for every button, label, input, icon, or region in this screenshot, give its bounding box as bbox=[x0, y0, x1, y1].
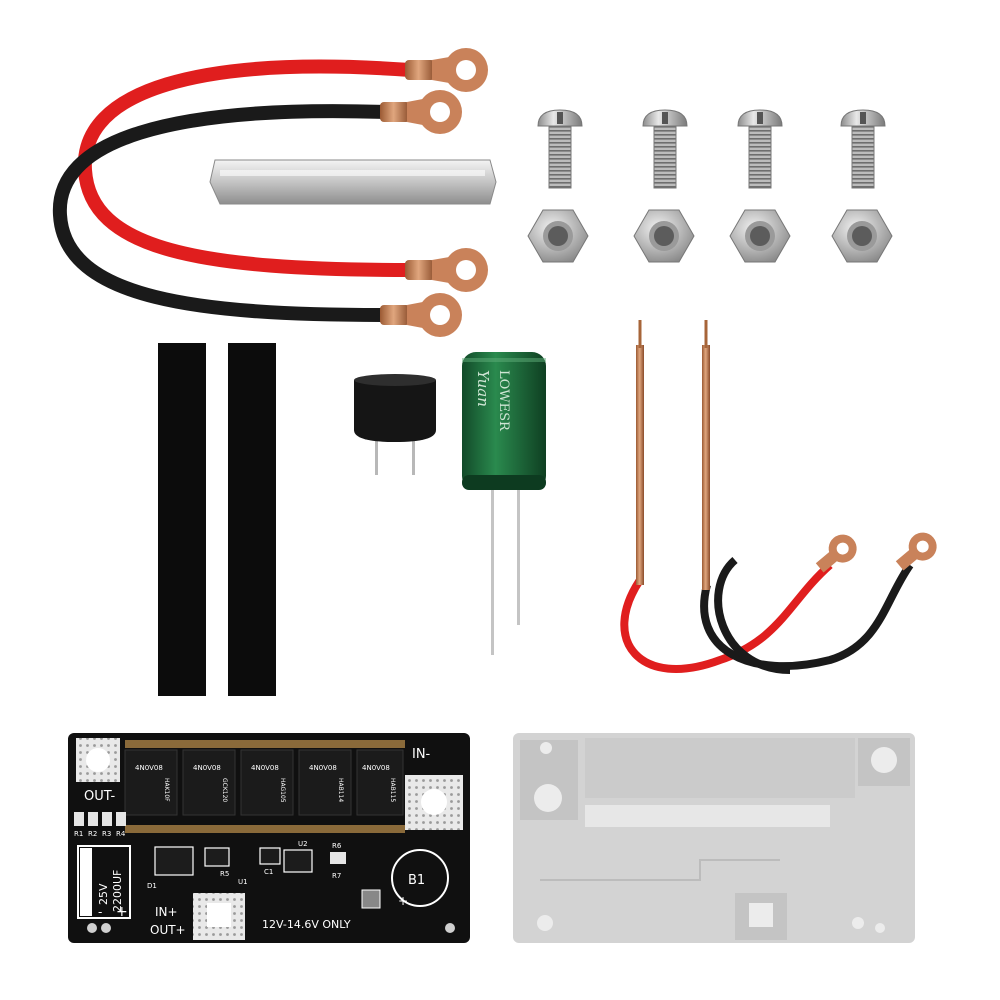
resistor-row: R1 R2 R3 R4 bbox=[74, 812, 126, 838]
resistor-label: R2 bbox=[88, 830, 97, 838]
mosfet-code: HAB115 bbox=[389, 778, 396, 802]
back-bus-strip bbox=[585, 805, 830, 827]
label-in-plus: IN+ bbox=[155, 905, 178, 919]
bus-bar-bottom bbox=[125, 825, 405, 833]
screw-icon bbox=[840, 109, 886, 189]
component-label: U1 bbox=[238, 878, 248, 886]
battery-footprint bbox=[391, 849, 449, 907]
battery-plus-label: + bbox=[398, 894, 408, 908]
ring-terminal-bottom-black bbox=[380, 293, 462, 337]
nut-icon bbox=[633, 209, 695, 263]
buzzer bbox=[354, 374, 436, 475]
cap-plus-label: + bbox=[116, 904, 128, 920]
pcb-front: 4N0V08 4N0V08 4N0V08 4N0V08 4N0V08 HAK10… bbox=[68, 733, 470, 943]
capacitor-footprint: 25V 2200UF - + bbox=[77, 845, 131, 920]
mosfet-label: 4N0V08 bbox=[193, 764, 221, 772]
resistor-r6 bbox=[330, 852, 346, 864]
nickel-strip bbox=[209, 159, 497, 205]
component-label: D1 bbox=[147, 882, 157, 890]
cap-value-label: 2200UF bbox=[111, 870, 124, 912]
electrolytic-capacitor: Yuan LOWESR bbox=[462, 352, 546, 655]
ring-terminal-top-red bbox=[405, 48, 488, 92]
label-out-plus: OUT+ bbox=[150, 923, 186, 937]
component-label: R6 bbox=[332, 842, 342, 850]
nuts-row bbox=[527, 209, 893, 263]
resistor-label: R3 bbox=[102, 830, 111, 838]
black-cable bbox=[52, 104, 392, 322]
screw-icon bbox=[537, 109, 583, 189]
mosfet-row: 4N0V08 4N0V08 4N0V08 4N0V08 4N0V08 HAK10… bbox=[124, 749, 404, 816]
welding-pen-left bbox=[636, 345, 644, 585]
mosfet-code: GCK120 bbox=[221, 778, 228, 802]
nut-icon bbox=[831, 209, 893, 263]
ic-u1 bbox=[204, 847, 230, 867]
component-label: C1 bbox=[264, 868, 273, 876]
mosfet-code: HAK10F bbox=[163, 778, 170, 802]
mosfet-label: 4N0V08 bbox=[309, 764, 337, 772]
mosfet-code: HAG105 bbox=[279, 778, 286, 803]
screws-row bbox=[537, 109, 886, 189]
pcb-back bbox=[513, 733, 915, 943]
component-label: R5 bbox=[220, 870, 229, 878]
mosfet-label: 4N0V08 bbox=[251, 764, 279, 772]
insulating-tape-right bbox=[228, 343, 276, 696]
ring-terminal-pen-red bbox=[815, 534, 857, 573]
diode-footprint bbox=[154, 846, 194, 876]
label-in-minus: IN- bbox=[412, 747, 431, 762]
screw-icon bbox=[642, 109, 688, 189]
component-label: R7 bbox=[332, 872, 341, 880]
ring-terminal-bottom-red bbox=[405, 248, 488, 292]
screw-icon bbox=[737, 109, 783, 189]
ic-u2 bbox=[283, 849, 313, 873]
cap-voltage-label: 25V bbox=[97, 883, 110, 905]
capacitor-brand: Yuan bbox=[474, 370, 492, 407]
nut-icon bbox=[729, 209, 791, 263]
resistor-label: R4 bbox=[116, 830, 126, 838]
push-button bbox=[361, 889, 381, 909]
label-out-minus: OUT- bbox=[84, 789, 115, 804]
mosfet-label: 4N0V08 bbox=[135, 764, 163, 772]
battery-label: B1 bbox=[408, 873, 425, 888]
mosfet-label: 4N0V08 bbox=[362, 764, 390, 772]
component-label: U2 bbox=[298, 840, 308, 848]
mosfet-code: HAB114 bbox=[337, 778, 344, 802]
insulating-tape-left bbox=[158, 343, 206, 696]
welding-pen-right bbox=[702, 345, 710, 590]
nut-icon bbox=[527, 209, 589, 263]
ring-terminal-pen-black bbox=[895, 532, 937, 571]
voltage-note: 12V-14.6V ONLY bbox=[262, 918, 351, 931]
cap-c1 bbox=[259, 847, 281, 865]
red-cable bbox=[77, 59, 417, 277]
capacitor-series: LOWESR bbox=[496, 370, 511, 432]
resistor-label: R1 bbox=[74, 830, 83, 838]
welding-pens bbox=[620, 320, 937, 674]
cap-minus-label: - bbox=[98, 905, 102, 919]
bus-bar-top bbox=[125, 740, 405, 748]
ring-terminal-top-black bbox=[380, 90, 462, 134]
main-cables bbox=[52, 48, 488, 337]
